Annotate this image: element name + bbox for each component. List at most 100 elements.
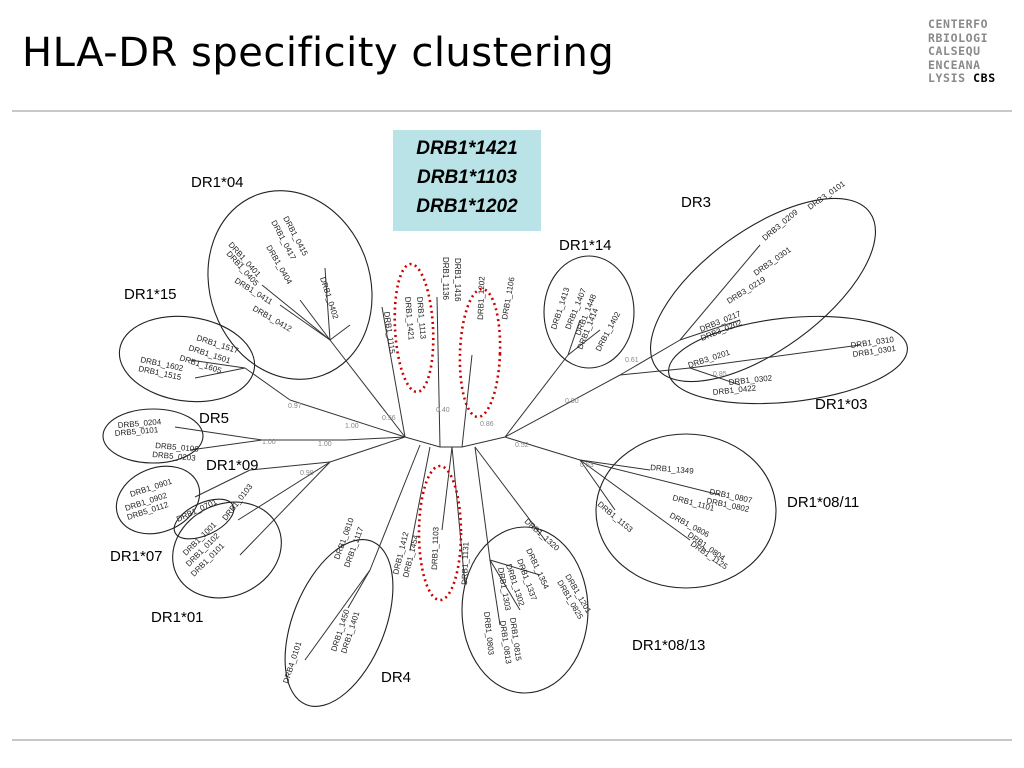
highlighted-allele: DRB1*1421 <box>416 138 518 159</box>
leaf-label: DRB1_0103 <box>220 482 254 522</box>
leaf-label: DRB5_0106 <box>155 441 200 454</box>
ellipse-dr01 <box>172 501 282 599</box>
branch <box>249 461 331 471</box>
highlighted-allele: DRB1*1202 <box>416 196 518 217</box>
dotted-ellipse-1202 <box>458 287 502 419</box>
branch <box>369 444 421 571</box>
bottom-divider <box>12 739 1012 741</box>
cbs-logo: CENTERFO RBIOLOGI CALSEQU ENCEANA LYSIS … <box>928 17 996 86</box>
cluster-ellipses <box>102 190 908 707</box>
ellipse-dr5 <box>102 408 204 464</box>
cluster-label: DR1*14 <box>559 237 612 254</box>
branch <box>237 461 331 521</box>
leaf-labels: DRB1_0415 DRB1_0417 DRB1_0404 DRB1_0402 … <box>114 179 897 685</box>
branch <box>474 446 491 561</box>
tree-branches <box>174 244 861 661</box>
cluster-label: DR1*01 <box>151 609 204 626</box>
leaf-label: DRB1_1349 <box>650 463 695 476</box>
branch <box>189 359 246 369</box>
cluster-label: DR1*08/13 <box>632 637 705 654</box>
dotted-ellipse-1421 <box>393 262 435 394</box>
branch <box>404 436 441 448</box>
branch <box>461 354 473 448</box>
leaf-label: DRB1_0803 <box>482 611 496 656</box>
support-value: 0.53 <box>580 462 594 469</box>
branch <box>567 319 581 356</box>
branch <box>289 399 406 438</box>
support-value: 0.86 <box>480 421 494 428</box>
ellipse-dr14 <box>543 255 635 369</box>
branch <box>304 569 371 661</box>
dotted-ellipse-1103 <box>417 464 463 602</box>
support-value: 0.61 <box>625 357 639 364</box>
cluster-label: DR1*08/11 <box>787 494 859 511</box>
support-value: 0.56 <box>382 415 396 422</box>
leaf-label: DRB1_0402 <box>318 276 340 321</box>
logo-row: LYSIS CBS <box>928 71 996 86</box>
branch <box>451 446 466 586</box>
ellipse-dr4 <box>284 539 394 707</box>
support-value: 0.52 <box>515 442 529 449</box>
branch <box>381 306 406 438</box>
branch <box>324 267 331 341</box>
branch <box>689 344 861 369</box>
branch <box>329 324 351 341</box>
ellipse-dr3 <box>649 197 877 383</box>
leaf-label: DRB1_1103 <box>430 526 441 570</box>
cluster-label: DR1*07 <box>110 548 163 565</box>
support-value: 0.85 <box>713 371 727 378</box>
support-value: 0.98 <box>300 470 314 477</box>
logo-row: ENCEANA <box>928 57 981 72</box>
ellipse-dr09 <box>115 465 201 535</box>
support-value: 1.00 <box>318 441 332 448</box>
leaf-label: DRB1_1136 <box>441 257 450 301</box>
branch <box>579 459 651 471</box>
top-divider <box>12 110 1012 112</box>
branch <box>347 569 371 609</box>
ellipse-dr03 <box>668 315 908 405</box>
leaf-label: DRB1_0701 <box>175 497 219 524</box>
logo-row: CALSEQU <box>928 44 981 58</box>
ellipse-dr07 <box>173 498 235 540</box>
branch <box>189 439 263 451</box>
branch <box>679 244 761 341</box>
cluster-labels: DR1*04 DR1*15 DR5 DR1*09 DR1*07 DR1*01 D… <box>110 174 868 686</box>
branch <box>194 469 251 498</box>
leaf-label: DRB1_1113 <box>415 296 428 340</box>
leaf-label: DRB5_0204 <box>117 417 162 430</box>
logo-row: RBIOLOGI <box>928 30 989 45</box>
support-value: 0.40 <box>436 407 450 414</box>
branch <box>579 459 691 541</box>
logo-row-text: LYSIS <box>928 71 966 85</box>
support-values: 1.00 1.00 1.00 0.40 0.56 0.86 0.61 0.90 … <box>262 357 727 477</box>
branch <box>409 446 431 551</box>
branch <box>679 319 741 341</box>
branch <box>299 299 331 341</box>
branch <box>344 436 406 441</box>
leaf-label: DRB1_1115 <box>382 311 397 355</box>
leaf-label: DRB1_1153 <box>596 500 635 535</box>
leaf-label: DRB5_0101 <box>114 425 159 438</box>
branch <box>261 284 331 341</box>
ellipse-dr0813 <box>461 526 589 694</box>
branch <box>489 559 501 626</box>
branch <box>504 374 621 438</box>
branch <box>329 339 406 438</box>
branch <box>194 367 246 379</box>
branch <box>567 329 601 356</box>
leaf-label: DRB1_0422 <box>712 383 757 397</box>
branch <box>329 436 406 463</box>
leaf-label: DRB1_1106 <box>500 276 516 320</box>
logo-row: CENTERFO <box>928 17 989 31</box>
branch <box>579 459 721 496</box>
leaf-label: DRB5_0203 <box>152 450 197 463</box>
branch <box>441 446 453 531</box>
branch <box>279 304 331 341</box>
branch <box>504 354 569 438</box>
logo-cbs: CBS <box>973 71 996 85</box>
support-value: 0.97 <box>288 403 302 410</box>
ellipse-dr15 <box>118 315 256 403</box>
cluster-label: DR1*03 <box>815 396 868 413</box>
branch <box>619 339 681 376</box>
